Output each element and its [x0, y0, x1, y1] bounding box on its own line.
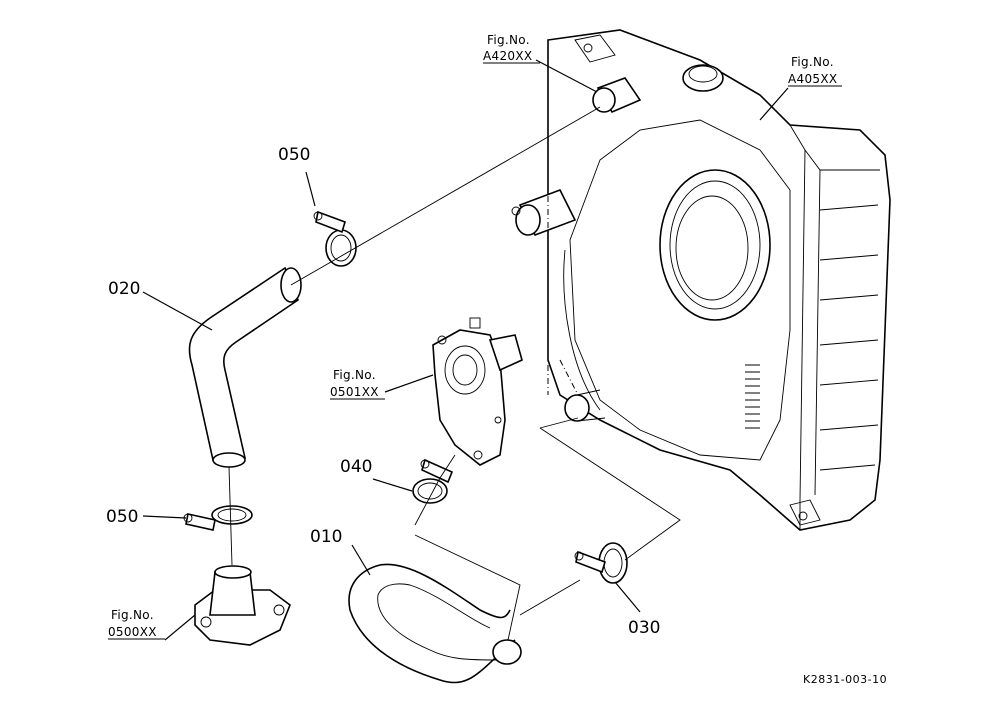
part-number-010[interactable]: 010: [310, 527, 342, 547]
part-number-040[interactable]: 040: [340, 457, 372, 477]
part-number-050-bottom[interactable]: 050: [106, 507, 138, 527]
fig-no-label-0501: Fig.No.: [333, 368, 376, 382]
clamp-030: [574, 542, 628, 584]
fig-code-a420[interactable]: A420XX: [483, 49, 532, 63]
clamp-050-bottom: [183, 505, 253, 531]
fig-no-label-a420: Fig.No.: [487, 33, 530, 47]
assembly-lines: [228, 106, 681, 641]
part-number-050-top[interactable]: 050: [278, 145, 310, 165]
part-number-030[interactable]: 030: [628, 618, 660, 638]
thermostat-cover: [194, 565, 291, 646]
drawing-code: K2831-003-10: [803, 673, 887, 686]
water-flange: [432, 317, 523, 466]
clamp-050-top: [313, 210, 357, 267]
lower-hose-010: [348, 563, 522, 684]
part-number-020[interactable]: 020: [108, 279, 140, 299]
upper-hose-020: [188, 266, 302, 468]
clamp-040: [412, 458, 454, 504]
fig-code-0501[interactable]: 0501XX: [330, 385, 379, 399]
fig-code-a405[interactable]: A405XX: [788, 72, 837, 86]
fig-code-0500[interactable]: 0500XX: [108, 625, 157, 639]
fig-no-label-0500: Fig.No.: [111, 608, 154, 622]
fig-no-label-a405: Fig.No.: [791, 55, 834, 69]
leader-lines: [108, 59, 842, 641]
radiator-assembly: [511, 29, 891, 531]
